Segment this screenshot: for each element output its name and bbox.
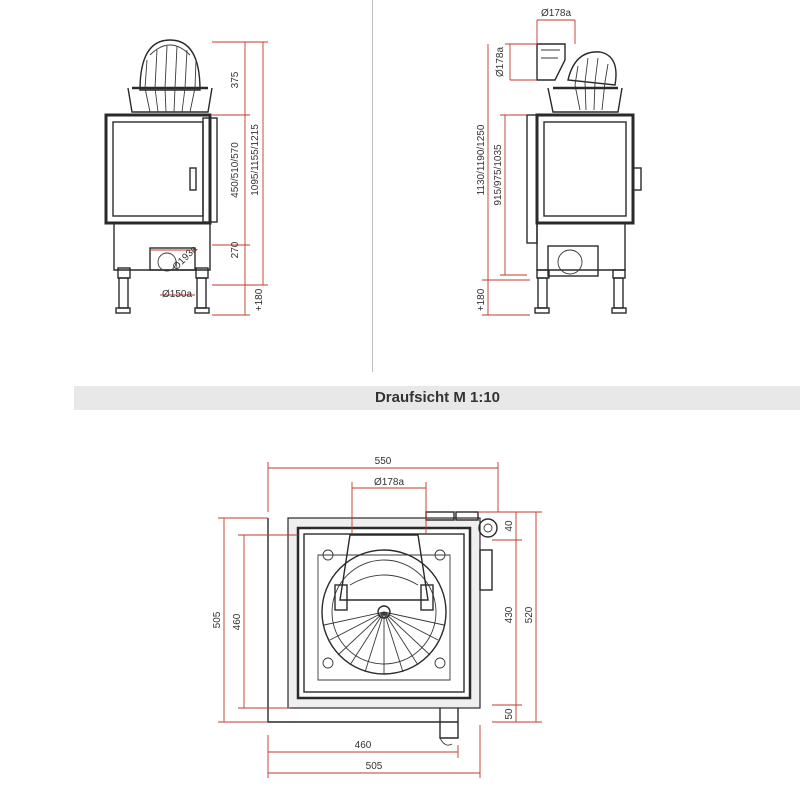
side-view: Ø178a Ø178a 1130/1190/1250 915/975/1035 … [476, 8, 642, 316]
front-dim-legs: +180 [254, 288, 265, 311]
front-body [104, 113, 218, 225]
side-dim-flue: Ø178a [541, 8, 571, 19]
top-dim-right-top: 40 [504, 520, 515, 532]
section-title: Draufsicht M 1:10 [374, 389, 501, 406]
top-dim-bottom-inner: 460 [355, 740, 372, 751]
side-dim-flue-side: Ø178a [495, 47, 506, 77]
top-dim-width: 550 [375, 456, 392, 467]
front-base [113, 223, 211, 314]
view-divider [372, 0, 373, 372]
front-dimensions [150, 41, 268, 316]
front-dim-door: 450/510/570 [230, 142, 241, 198]
top-dim-right-mid: 430 [504, 606, 515, 623]
top-dim-left-inner: 460 [232, 613, 243, 630]
front-dim-top: 375 [230, 71, 241, 88]
side-dim-legs: +180 [476, 288, 487, 311]
front-view: 375 450/510/570 270 1095/1155/1215 +180 … [104, 39, 268, 316]
section-title-bar [74, 386, 800, 410]
front-dim-base: 270 [230, 241, 241, 258]
top-dim-bottom-outer: 505 [366, 761, 383, 772]
top-view: 550 Ø178a 40 430 520 50 505 460 460 505 [212, 456, 542, 778]
front-dome [127, 39, 213, 113]
side-body [526, 113, 642, 244]
side-base [534, 223, 627, 314]
top-dim-flue: Ø178a [374, 477, 404, 488]
top-dim-right-bottom: 50 [504, 708, 515, 720]
side-dimensions [482, 19, 576, 316]
front-dim-inlet: Ø150a [162, 289, 192, 300]
front-dim-total: 1095/1155/1215 [250, 124, 261, 196]
top-outline [267, 511, 498, 746]
top-dim-left-outer: 505 [212, 611, 223, 628]
top-interior [317, 534, 451, 681]
top-dimensions [218, 462, 542, 778]
side-dim-door: 915/975/1035 [493, 144, 504, 206]
top-dim-right-total: 520 [524, 606, 535, 623]
side-dim-total: 1130/1190/1250 [476, 124, 487, 195]
side-flue [536, 43, 623, 113]
